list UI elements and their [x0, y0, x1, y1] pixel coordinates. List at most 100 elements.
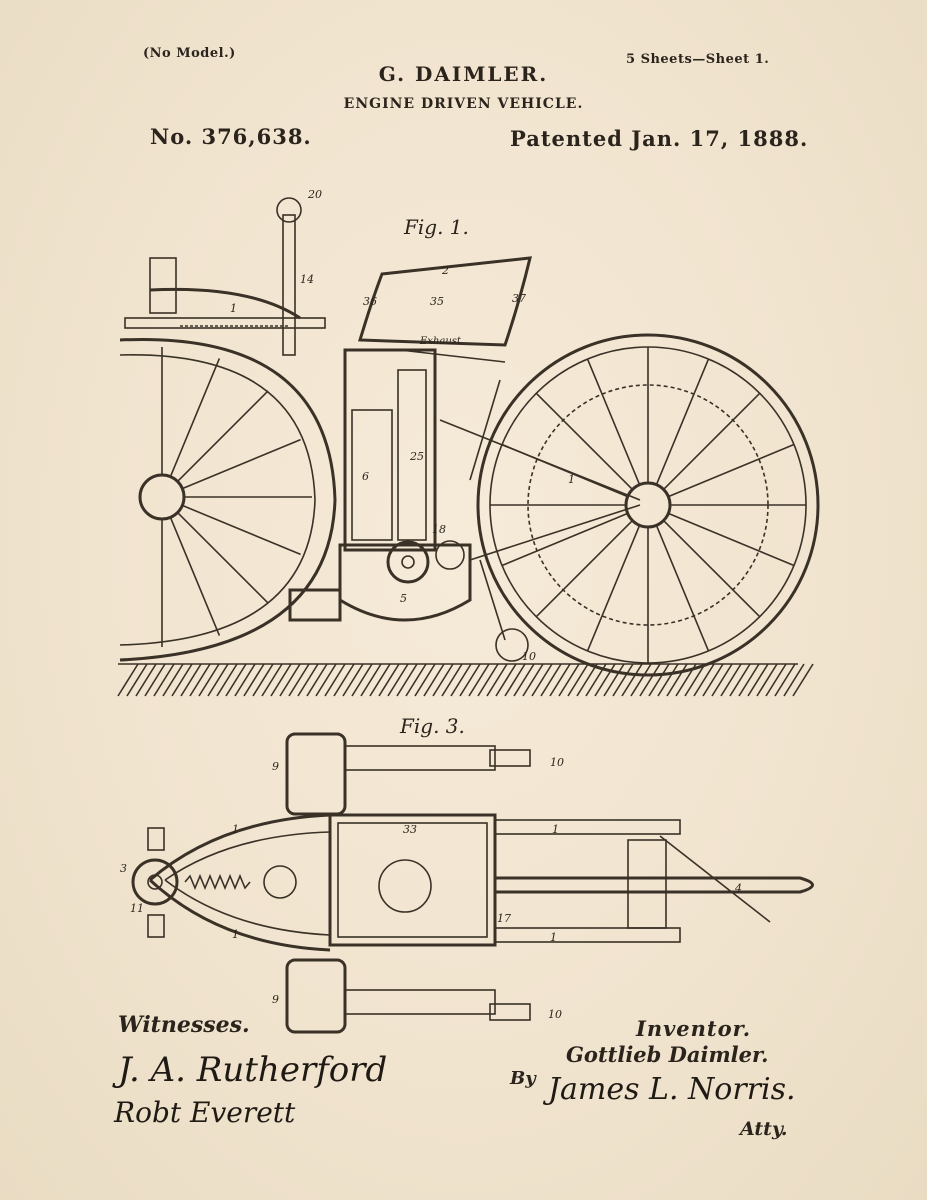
drawing-stroke: [396, 663, 418, 697]
drawing-stroke: [405, 663, 427, 697]
exhaust-label: Exhaust: [419, 336, 462, 347]
drawing-stroke: [655, 358, 710, 485]
drawing-stroke: [765, 663, 787, 697]
drawing-stroke: [176, 390, 269, 483]
svg-text:6: 6: [362, 470, 369, 483]
drawing-stroke: [351, 663, 373, 697]
drawing-stroke: [655, 525, 710, 652]
drawing-stroke: [225, 663, 247, 697]
drawing-stroke: [504, 663, 526, 697]
svg-text:1: 1: [568, 473, 575, 486]
sheet-count: 5 Sheets—Sheet 1.: [626, 52, 770, 67]
drawing-stroke: [684, 663, 706, 697]
drawing-stroke: [360, 663, 382, 697]
drawing-stroke: [189, 663, 211, 697]
rear-wheel: [119, 337, 337, 662]
drawing-stroke: [288, 663, 310, 697]
drawing-stroke: [630, 663, 652, 697]
drawing-stroke: [648, 663, 670, 697]
witness-signature-2: Robt Everett: [114, 1096, 296, 1129]
svg-text:9: 9: [272, 993, 279, 1006]
drawing-stroke: [459, 663, 481, 697]
svg-text:1: 1: [550, 931, 557, 944]
drawing-stroke: [657, 663, 679, 697]
drawing-stroke: [243, 663, 265, 697]
svg-text:18: 18: [432, 523, 446, 536]
svg-text:20: 20: [307, 188, 322, 201]
svg-text:1: 1: [230, 302, 237, 315]
svg-text:10: 10: [550, 756, 564, 769]
svg-text:1: 1: [232, 823, 239, 836]
svg-text:10: 10: [548, 1008, 562, 1021]
drawing-stroke: [711, 663, 733, 697]
svg-text:25: 25: [409, 450, 424, 463]
drawing-stroke: [513, 663, 535, 697]
svg-text:11: 11: [130, 902, 144, 915]
drawing-stroke: [414, 663, 436, 697]
crankcase: 5 18: [338, 523, 472, 622]
seat: 35 2 37 36: [358, 256, 532, 347]
drawing-stroke: [774, 663, 796, 697]
drawing-stroke: [182, 504, 301, 556]
drawing-stroke: [720, 663, 742, 697]
drawing-stroke: [693, 663, 715, 697]
drawing-stroke: [171, 663, 193, 697]
drawing-stroke: [144, 663, 166, 697]
drawing-stroke: [234, 663, 256, 697]
drawing-stroke: [612, 663, 634, 697]
drawing-stroke: [169, 358, 221, 477]
inventor-name: G. DAIMLER.: [378, 62, 549, 86]
svg-text:1: 1: [232, 928, 239, 941]
drawing-stroke: [586, 525, 641, 652]
drawing-stroke: [486, 663, 508, 697]
drawing-stroke: [450, 663, 472, 697]
drawing-stroke: [501, 512, 628, 567]
drawing-stroke: [468, 663, 490, 697]
patent-date: Patented Jan. 17, 1888.: [510, 126, 809, 151]
by-label: By: [510, 1068, 536, 1089]
patent-number: No. 376,638.: [150, 124, 312, 149]
drawing-stroke: [387, 663, 409, 697]
drawing-stroke: [279, 663, 301, 697]
drawing-stroke: [540, 663, 562, 697]
plan-view: 9 9 10 10 33 1 1 3 11 1 1: [120, 732, 814, 1034]
drawing-stroke: [315, 663, 337, 697]
drawing-stroke: [207, 663, 229, 697]
drawing-stroke: [162, 663, 184, 697]
drawing-stroke: [668, 443, 795, 498]
drawing-stroke: [135, 663, 157, 697]
attorney-signature: James L. Norris.: [548, 1072, 796, 1107]
svg-text:2: 2: [441, 264, 449, 277]
rear-box: [288, 588, 342, 622]
fig1-label: Fig. 1.: [403, 215, 469, 239]
drawing-stroke: [297, 663, 319, 697]
drawing-stroke: [153, 663, 175, 697]
svg-text:33: 33: [403, 823, 417, 836]
svg-text:37: 37: [512, 292, 526, 305]
drawing-stroke: [369, 663, 391, 697]
drawing-stroke: [378, 663, 400, 697]
drawing-stroke: [216, 663, 238, 697]
drawing-stroke: [586, 358, 641, 485]
svg-text:17: 17: [497, 912, 511, 925]
svg-text:5: 5: [400, 592, 407, 605]
drawing-stroke: [603, 663, 625, 697]
drawing-stroke: [662, 519, 761, 618]
svg-text:4: 4: [734, 882, 742, 895]
drawing-stroke: [180, 663, 202, 697]
witness-signature-1: J. A. Rutherford: [118, 1050, 388, 1090]
svg-text:35: 35: [430, 295, 444, 308]
drawing-stroke: [441, 663, 463, 697]
svg-text:1: 1: [552, 823, 559, 836]
drawing-stroke: [738, 663, 760, 697]
drawing-stroke: [270, 663, 292, 697]
drawing-stroke: [432, 663, 454, 697]
drawing-stroke: [176, 511, 269, 604]
drawing-stroke: [662, 392, 761, 491]
drawing-stroke: [324, 663, 346, 697]
drawing-stroke: [342, 663, 364, 697]
engine: 25 6 Exhaust: [343, 336, 506, 552]
drawing-stroke: [423, 663, 445, 697]
invention-title: ENGINE DRIVEN VEHICLE.: [343, 96, 584, 112]
